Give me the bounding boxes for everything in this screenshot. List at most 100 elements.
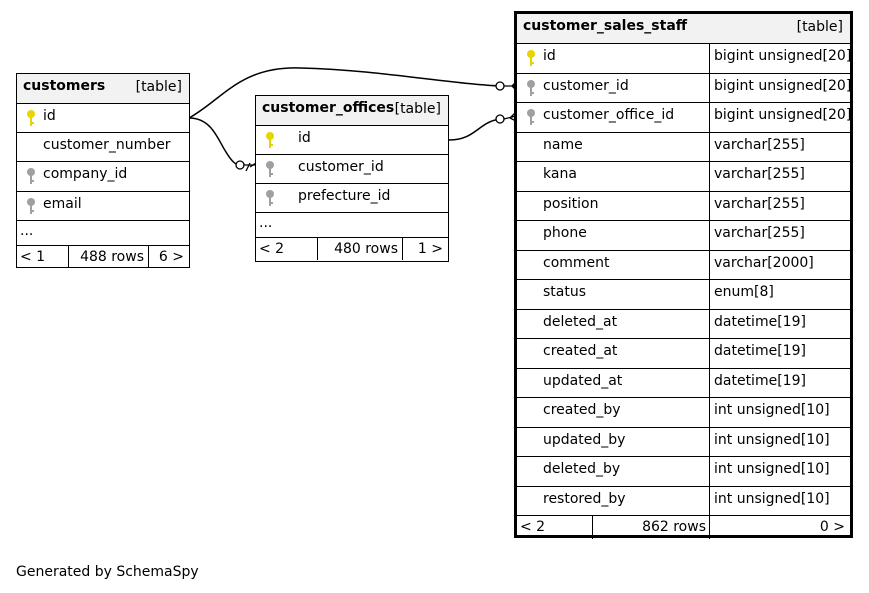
column-name: customer_office_id (543, 107, 675, 123)
column-row[interactable]: id (17, 104, 189, 133)
parents-count[interactable]: < 2 (259, 241, 285, 257)
column-type: datetime[19] (714, 373, 806, 389)
table-footer: < 2 862 rows 0 > (517, 516, 850, 539)
column-row[interactable]: deleted_by int unsigned[10] (517, 457, 850, 487)
column-name: name (543, 137, 583, 153)
table-customer-sales-staff[interactable]: customer_sales_staff [table] id bigint un… (514, 11, 853, 539)
children-count[interactable]: 6 > (158, 249, 184, 265)
foreign-key-icon (527, 80, 535, 96)
column-name: updated_at (543, 373, 623, 389)
column-type: enum[8] (714, 284, 774, 300)
table-header: customer_sales_staff [table] (517, 14, 850, 44)
relation-optional-marker (235, 160, 245, 170)
column-type: int unsigned[10] (714, 432, 830, 448)
relation-optional-marker (495, 114, 505, 124)
column-row[interactable]: customer_id (256, 155, 448, 184)
relation-optional-marker (495, 81, 505, 91)
column-name: updated_by (543, 432, 626, 448)
column-row[interactable]: id (256, 126, 448, 155)
column-row[interactable]: email (17, 192, 189, 221)
table-customers[interactable]: customers [table] id customer_number com… (16, 73, 190, 268)
relation-offices-to-sales-staff (448, 118, 501, 141)
foreign-key-icon (266, 161, 274, 177)
row-count: 480 rows (334, 241, 398, 257)
column-name: customer_id (298, 159, 384, 175)
column-name: status (543, 284, 587, 300)
column-name: position (543, 196, 599, 212)
column-row[interactable]: customer_office_id bigint unsigned[20] (517, 103, 852, 133)
parents-count[interactable]: < 2 (520, 519, 546, 535)
table-type: [table] (135, 79, 182, 95)
generated-by-label: Generated by SchemaSpy (16, 564, 199, 580)
column-type: varchar[255] (714, 137, 805, 153)
column-type: datetime[19] (714, 314, 806, 330)
column-row[interactable]: created_by int unsigned[10] (517, 398, 850, 428)
foreign-key-icon (527, 109, 535, 125)
primary-key-icon (266, 132, 274, 148)
column-type: bigint unsigned[20] (714, 48, 852, 64)
table-customer-offices[interactable]: customer_offices [table] id customer_id … (255, 95, 449, 262)
table-type: [table] (796, 19, 843, 35)
table-footer: < 2 480 rows 1 > (256, 238, 448, 260)
column-type: varchar[255] (714, 225, 805, 241)
primary-key-icon (527, 50, 535, 66)
ellipsis: ... (20, 223, 34, 239)
children-count[interactable]: 1 > (417, 241, 443, 257)
column-row[interactable]: updated_at datetime[19] (517, 369, 850, 398)
parents-count[interactable]: < 1 (20, 249, 46, 265)
column-row[interactable]: phone varchar[255] (517, 221, 850, 251)
column-type: varchar[255] (714, 196, 805, 212)
column-type: int unsigned[10] (714, 402, 830, 418)
foreign-key-icon (27, 168, 35, 184)
column-name: deleted_by (543, 461, 621, 477)
table-header: customer_offices [table] (256, 96, 448, 126)
table-name: customer_offices (262, 100, 395, 116)
column-type: datetime[19] (714, 343, 806, 359)
column-row[interactable]: id bigint unsigned[20] (517, 44, 852, 74)
foreign-key-icon (27, 198, 35, 214)
column-name: created_at (543, 343, 618, 359)
column-name: id (543, 48, 556, 64)
column-name: created_by (543, 402, 621, 418)
column-name: id (43, 108, 56, 124)
column-type: bigint unsigned[20] (714, 78, 852, 94)
column-row[interactable]: created_at datetime[19] (517, 339, 850, 369)
primary-key-icon (27, 110, 35, 126)
column-row[interactable]: company_id (17, 162, 189, 192)
column-type: bigint unsigned[20] (714, 107, 852, 123)
row-count: 488 rows (80, 249, 144, 265)
table-type: [table] (394, 101, 441, 117)
column-name: email (43, 196, 82, 212)
column-name: restored_by (543, 491, 626, 507)
column-type: int unsigned[10] (714, 491, 830, 507)
column-name: kana (543, 166, 577, 182)
table-header: customers [table] (17, 74, 189, 104)
column-row[interactable]: position varchar[255] (517, 192, 850, 221)
foreign-key-icon (266, 190, 274, 206)
children-count[interactable]: 0 > (819, 519, 845, 535)
column-row[interactable]: status enum[8] (517, 280, 850, 310)
more-columns[interactable]: ... (17, 221, 189, 246)
table-footer: < 1 488 rows 6 > (17, 246, 189, 268)
column-name: customer_id (543, 78, 629, 94)
column-row[interactable]: customer_number (17, 133, 189, 162)
column-row[interactable]: name varchar[255] (517, 133, 850, 162)
column-name: comment (543, 255, 610, 271)
column-name: phone (543, 225, 587, 241)
column-row[interactable]: deleted_at datetime[19] (517, 310, 850, 339)
more-columns[interactable]: ... (256, 213, 448, 238)
column-row[interactable]: restored_by int unsigned[10] (517, 487, 850, 516)
column-row[interactable]: updated_by int unsigned[10] (517, 428, 850, 457)
column-name: deleted_at (543, 314, 618, 330)
relation-customers-to-offices (188, 117, 241, 166)
column-row[interactable]: prefecture_id (256, 184, 448, 213)
ellipsis: ... (259, 215, 273, 231)
table-name: customer_sales_staff (523, 18, 688, 34)
column-row[interactable]: customer_id bigint unsigned[20] (517, 74, 852, 103)
column-type: int unsigned[10] (714, 461, 830, 477)
table-name: customers (23, 78, 106, 94)
column-name: id (298, 130, 311, 146)
